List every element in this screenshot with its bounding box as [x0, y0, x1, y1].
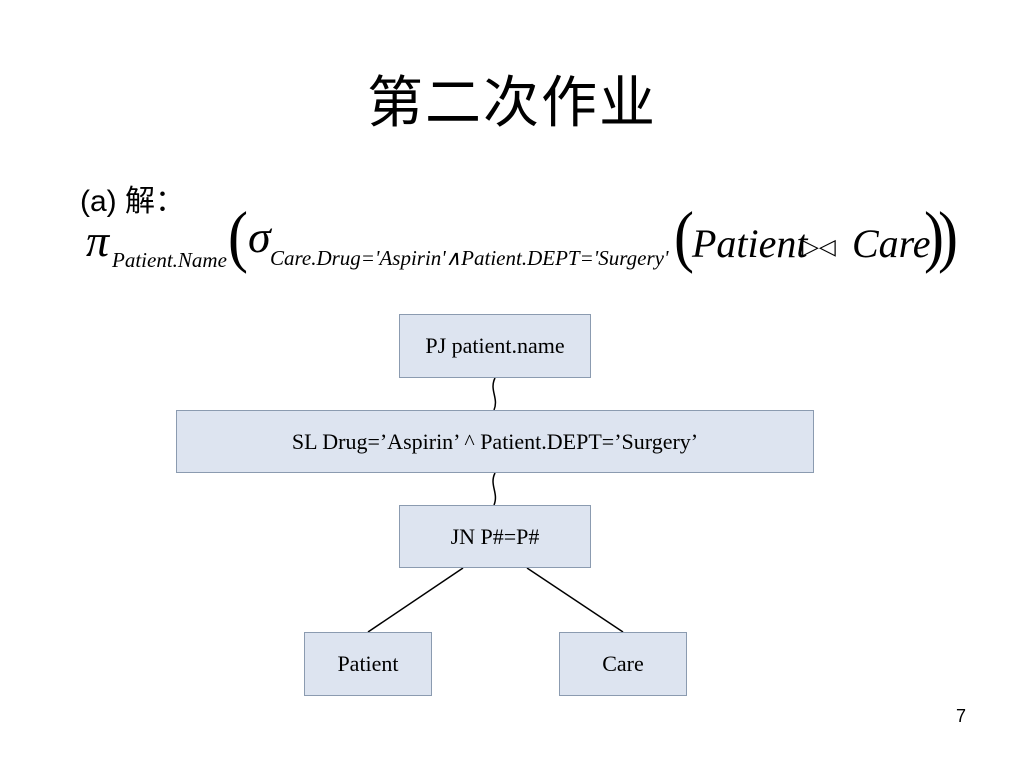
inner-paren-close: ) [924, 197, 944, 274]
slide-title: 第二次作业 [367, 71, 657, 136]
page-number: 7 [955, 706, 966, 726]
outer-paren-close: ) [938, 197, 958, 274]
answer-label: (a) 解： [80, 185, 185, 218]
outer-paren-open: ( [228, 197, 248, 274]
project-node: PJ patient.name [399, 314, 591, 378]
selection-subscript: Care.Drug='Aspirin'∧Patient.DEPT='Surger… [270, 246, 669, 270]
projection-symbol: π [86, 215, 110, 266]
natural-join-symbol: ▷◁ [802, 234, 836, 259]
right-relation: Care [852, 221, 931, 266]
join-node: JN P#=P# [399, 505, 591, 568]
left-relation: Patient [692, 221, 808, 266]
relational-algebra-formula: π Patient.Name ( σ Care.Drug='Aspirin'∧P… [86, 198, 966, 280]
patient-leaf-node: Patient [304, 632, 432, 696]
selection-symbol: σ [248, 211, 271, 262]
projection-subscript: Patient.Name [112, 248, 227, 272]
edge-join-left [367, 567, 464, 633]
edge-join-right [526, 567, 624, 633]
select-node: SL Drug=’Aspirin’ ^ Patient.DEPT=’Surger… [176, 410, 814, 473]
edge-select-join [492, 472, 497, 506]
care-leaf-node: Care [559, 632, 687, 696]
inner-paren-open: ( [674, 197, 694, 274]
edge-project-select [492, 377, 497, 411]
